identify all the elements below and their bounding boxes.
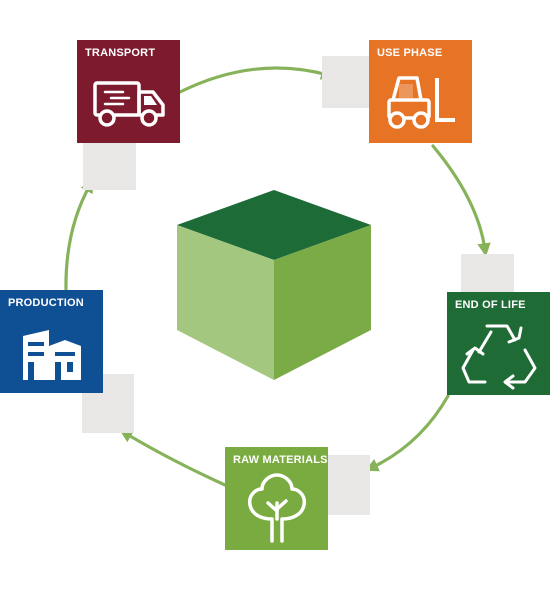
stage-label-production: PRODUCTION — [8, 297, 84, 309]
product-cube — [177, 190, 371, 380]
truck-icon — [93, 81, 165, 127]
tree-icon — [247, 473, 307, 543]
stage-end-of-life: END OF LIFE — [447, 292, 550, 395]
recycle-icon — [461, 324, 537, 390]
arrow-use-phase-to-end-of-life — [431, 144, 491, 257]
shadow-square — [328, 455, 370, 515]
shadow-square — [322, 56, 370, 108]
factory-icon — [23, 330, 81, 380]
stage-use-phase: USE PHASE — [369, 40, 472, 143]
shadow-square — [461, 254, 514, 294]
stage-label-use-phase: USE PHASE — [377, 47, 443, 59]
forklift-icon — [387, 76, 455, 129]
shadow-square — [83, 138, 136, 190]
arrow-raw-materials-to-production — [119, 429, 227, 487]
cube-left-face — [177, 225, 274, 380]
cube-right-face — [274, 225, 371, 380]
arrow-transport-to-use-phase — [178, 66, 335, 94]
stage-raw-materials: RAW MATERIALS — [225, 447, 328, 550]
arrow-end-of-life-to-raw-materials — [364, 394, 450, 472]
stage-label-end-of-life: END OF LIFE — [455, 299, 526, 311]
stage-transport: TRANSPORT — [77, 40, 180, 143]
stage-label-raw-materials: RAW MATERIALS — [233, 454, 328, 466]
stage-production: PRODUCTION — [0, 290, 103, 393]
stage-label-transport: TRANSPORT — [85, 47, 156, 59]
arrow-production-to-transport — [64, 179, 94, 292]
